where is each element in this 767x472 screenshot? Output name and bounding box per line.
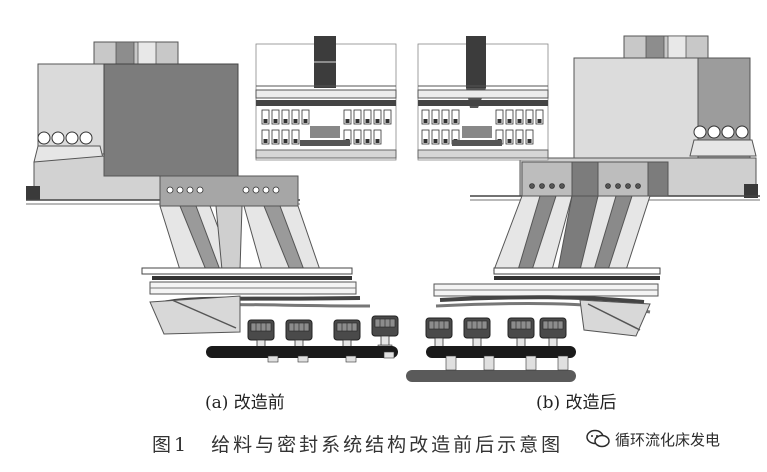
panel-b-label: (b) 改造后 [536, 393, 617, 413]
panel-b-diagram [406, 35, 760, 382]
feed-chutes-right [493, 195, 651, 271]
figure-caption: 图1 给料与密封系统结构改造前后示意图 [152, 434, 564, 456]
air-nozzles-right [689, 125, 757, 157]
panel-a-diagram [26, 41, 399, 363]
watermark: 循环流化床发电 [586, 426, 720, 452]
detail-inset-a [255, 36, 397, 161]
feed-chutes-left [159, 205, 321, 271]
watermark-text: 循环流化床发电 [615, 430, 721, 449]
panel-a-label: (a) 改造前 [205, 393, 285, 413]
chat-bubble-icon [586, 429, 610, 448]
detail-inset-b [417, 36, 549, 161]
